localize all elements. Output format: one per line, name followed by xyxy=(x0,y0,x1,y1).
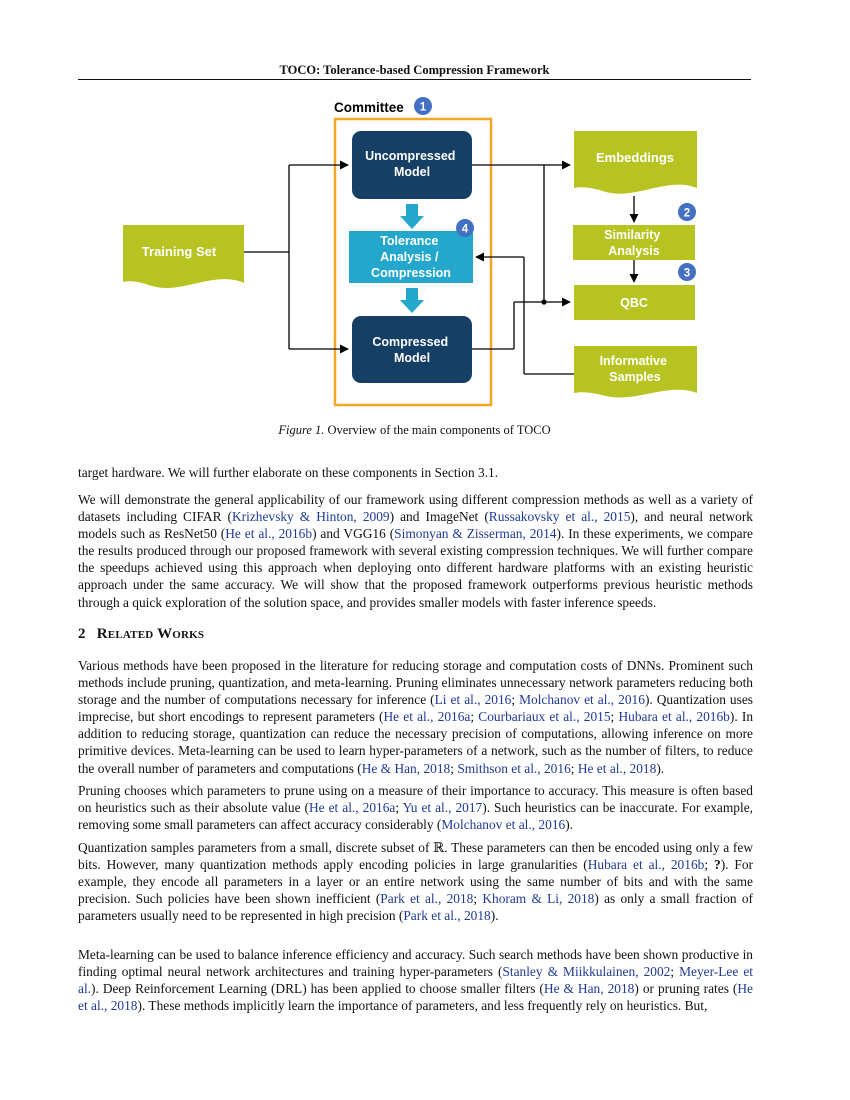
citation-link[interactable]: Park et al., 2018 xyxy=(403,908,491,924)
tolerance-analysis-box xyxy=(349,231,473,283)
citation-link[interactable]: Stanley & Miikkulainen, 2002 xyxy=(502,964,671,980)
citation-link[interactable]: He et al., 2016b xyxy=(225,526,313,542)
paragraph-text: ). In these experiments, we compare the … xyxy=(78,526,753,610)
paragraph-text: ; xyxy=(570,760,578,776)
section-title: Related Works xyxy=(96,626,205,642)
section-number: 2 xyxy=(78,626,86,642)
tolerance-analysis-label: Tolerance Analysis / Compression xyxy=(371,234,451,280)
paragraph-text: target hardware. We will further elabora… xyxy=(78,465,499,480)
paragraph-text: We will demonstrate the general applicab… xyxy=(78,492,753,525)
qbc-box xyxy=(574,285,695,320)
paragraph-text: ) and ImageNet ( xyxy=(389,509,489,525)
paragraph-text: ; xyxy=(610,709,619,725)
paragraph-text: ; xyxy=(473,891,483,907)
qbc-badge: 3 xyxy=(678,263,696,281)
citation-link[interactable]: Russakovsky et al., 2015 xyxy=(488,509,631,525)
junction-dot xyxy=(541,299,547,305)
paragraph-text: ). xyxy=(490,908,499,924)
citation-link[interactable]: Hubara et al., 2016b xyxy=(618,709,730,725)
paragraph-text: Pruning chooses which parameters to prun… xyxy=(78,783,753,816)
section-heading: 2 Related Works xyxy=(78,626,204,643)
paragraph-text: ). Deep Reinforcement Learning (DRL) has… xyxy=(91,981,544,997)
embeddings-label: Embeddings xyxy=(596,150,674,165)
uncompressed-model-box xyxy=(352,131,472,199)
paragraph-text: ; xyxy=(395,800,403,816)
citation-link[interactable]: Khoram & Li, 2018 xyxy=(482,891,595,907)
figure-caption: Figure 1. Overview of the main component… xyxy=(78,423,751,438)
citation-link[interactable]: He & Han, 2018 xyxy=(361,760,451,776)
paragraph-text: ) or pruning rates ( xyxy=(634,981,738,997)
running-header: TOCO: Tolerance-based Compression Framew… xyxy=(279,63,550,77)
paragraph-text: ; xyxy=(450,760,458,776)
citation-link[interactable]: Krizhevsky & Hinton, 2009 xyxy=(232,509,390,525)
paragraph-text: ). Such heuristics can be inaccurate. Fo… xyxy=(78,800,753,833)
paragraph-text: ), and neural network models such as Res… xyxy=(78,509,753,542)
paragraph-meta-learning: Meta-learning can be used to balance inf… xyxy=(78,946,753,1014)
paragraph-text: ). xyxy=(565,817,574,833)
caption-text: Overview of the main components of TOCO xyxy=(327,423,551,437)
block-arrow-down-1 xyxy=(400,204,424,229)
committee-badge: 1 xyxy=(414,97,432,115)
paragraph-text: ; xyxy=(704,857,714,873)
citation-link[interactable]: He & Han, 2018 xyxy=(543,981,635,997)
compressed-model-box xyxy=(352,316,472,383)
caption-label: Figure 1. xyxy=(278,423,325,437)
paragraph-pruning: Pruning chooses which parameters to prun… xyxy=(78,782,753,833)
citation-link[interactable]: Simonyan & Zisserman, 2014 xyxy=(394,526,557,542)
training-set-shape xyxy=(123,225,244,289)
svg-text:4: 4 xyxy=(462,224,469,236)
citation-link[interactable]: Hubara et al., 2016b xyxy=(587,857,705,873)
embeddings-shape xyxy=(574,131,697,194)
paragraph-related-methods: Various methods have been proposed in th… xyxy=(78,657,753,777)
committee-label: Committee xyxy=(334,100,404,115)
toco-overview-figure: Committee 1 Training Set Uncompressed Mo… xyxy=(123,97,697,407)
citation-link[interactable]: Smithson et al., 2016 xyxy=(457,760,571,776)
header-rule xyxy=(78,79,751,80)
svg-text:1: 1 xyxy=(420,102,427,114)
paragraph-text: ; xyxy=(670,964,680,980)
citation-link[interactable]: Courbariaux et al., 2015 xyxy=(478,709,611,725)
citation-link[interactable]: He et al., 2018 xyxy=(78,981,753,1014)
paragraph-text: ? xyxy=(713,857,721,873)
citation-link[interactable]: Li et al., 2016 xyxy=(434,692,512,708)
tolerance-badge: 4 xyxy=(456,219,474,237)
qbc-label: QBC xyxy=(620,296,648,310)
paragraph-intro-end: target hardware. We will further elabora… xyxy=(78,464,753,481)
paragraph-text: ). These methods implicitly learn the im… xyxy=(137,998,708,1014)
citation-link[interactable]: Park et al., 2018 xyxy=(380,891,474,907)
paragraph-text: ) as only a small fraction of parameters… xyxy=(78,891,753,924)
svg-text:2: 2 xyxy=(684,208,690,220)
paragraph-text: ) and VGG16 ( xyxy=(312,526,395,542)
paragraph-text: ). For example, they encode all paramete… xyxy=(78,857,754,907)
svg-text:3: 3 xyxy=(684,268,690,280)
committee-frame xyxy=(333,117,493,407)
citation-link[interactable]: Meyer-Lee et al. xyxy=(78,964,754,997)
paragraph-text: ; xyxy=(470,709,479,725)
paragraph-text: Meta-learning can be used to balance inf… xyxy=(78,947,753,980)
paragraph-text: ). xyxy=(656,760,665,776)
similarity-badge: 2 xyxy=(678,203,696,221)
paragraph-text: Quantization samples parameters from a s… xyxy=(78,840,753,873)
citation-link[interactable]: Molchanov et al., 2016 xyxy=(519,692,645,708)
similarity-analysis-box xyxy=(573,225,695,260)
citation-link[interactable]: Molchanov et al., 2016 xyxy=(441,817,566,833)
block-arrow-down-2 xyxy=(400,288,424,313)
informative-samples-label: Informative Samples xyxy=(600,354,671,384)
paragraph-text: ). In addition to reducing storage, quan… xyxy=(78,709,754,776)
similarity-analysis-label: Similarity Analysis xyxy=(604,228,664,258)
citation-link[interactable]: He et al., 2016a xyxy=(309,800,396,816)
paragraph-quantization: Quantization samples parameters from a s… xyxy=(78,839,753,924)
citation-link[interactable]: He et al., 2018 xyxy=(577,760,657,776)
paragraph-text: ; xyxy=(511,692,520,708)
compressed-model-label: Compressed Model xyxy=(372,335,451,365)
informative-samples-shape xyxy=(574,346,697,398)
training-set-label: Training Set xyxy=(142,244,217,259)
paragraph-text: ). Quantization uses imprecise, but shor… xyxy=(78,692,753,725)
citation-link[interactable]: He et al., 2016a xyxy=(383,709,471,725)
uncompressed-model-label: Uncompressed Model xyxy=(365,149,459,179)
paragraph-text: Various methods have been proposed in th… xyxy=(78,658,753,708)
paragraph-applicability: We will demonstrate the general applicab… xyxy=(78,491,753,611)
citation-link[interactable]: Yu et al., 2017 xyxy=(402,800,483,816)
